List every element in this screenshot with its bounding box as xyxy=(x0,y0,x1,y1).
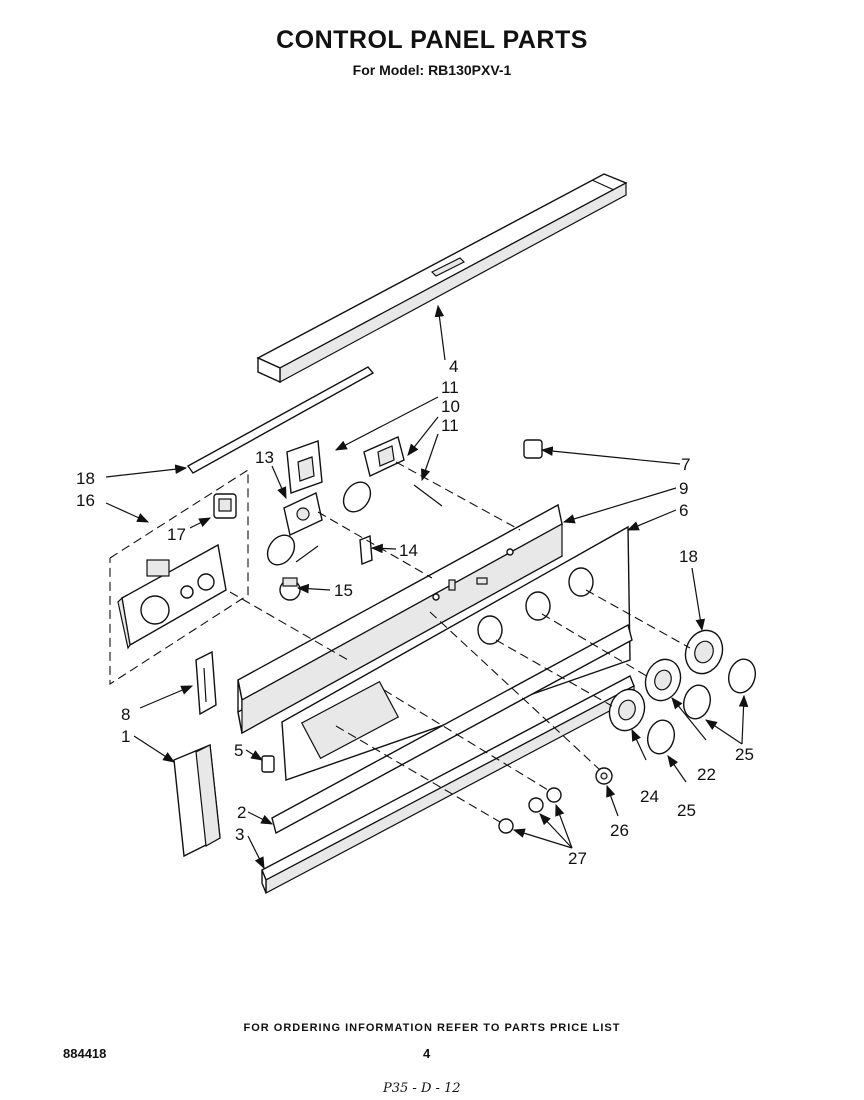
part-infinite-switch-lower xyxy=(283,491,323,537)
page-number: 4 xyxy=(423,1046,431,1061)
callout-2: 2 xyxy=(237,803,246,822)
callout-4: 4 xyxy=(449,357,458,376)
part-infinite-switch-right xyxy=(363,436,405,477)
callout-8: 8 xyxy=(121,705,130,724)
part-bracket xyxy=(195,650,217,716)
callout-labels: 4 11 10 11 13 7 18 9 16 6 17 14 18 15 8 … xyxy=(76,357,754,868)
callout-9: 9 xyxy=(679,479,688,498)
callout-5: 5 xyxy=(234,741,243,760)
callout-3: 3 xyxy=(235,825,244,844)
part-front-control-panel xyxy=(281,525,631,781)
part-ring-lower xyxy=(266,534,296,566)
callout-20: 18 xyxy=(679,547,698,566)
callout-11: 11 xyxy=(441,416,459,435)
part-rear-control-panel xyxy=(237,503,563,735)
page-title: CONTROL PANEL PARTS xyxy=(276,26,588,54)
part-infinite-switch-upper xyxy=(286,440,323,494)
part-end-cap xyxy=(523,439,543,459)
callout-12: 11 xyxy=(441,378,459,397)
callout-13: 13 xyxy=(255,448,274,467)
model-subtitle: For Model: RB130PXV-1 xyxy=(352,62,512,78)
ordering-note: FOR ORDERING INFORMATION REFER TO PARTS … xyxy=(243,1022,621,1034)
part-wire xyxy=(295,484,443,563)
part-switch xyxy=(173,743,221,858)
part-bezel-22 xyxy=(644,658,682,702)
callout-6: 6 xyxy=(679,501,688,520)
callout-25-lower: 25 xyxy=(677,801,696,820)
part-grommets-27 xyxy=(498,787,562,834)
part-knob-middle xyxy=(682,684,712,720)
handwritten-note: P35 - D - 12 xyxy=(383,1081,461,1096)
part-bezel-24 xyxy=(608,688,646,732)
part-knob-upper xyxy=(727,658,757,694)
assembly-dashed-lines xyxy=(229,461,691,823)
callout-14: 14 xyxy=(399,541,418,560)
part-clip-bracket xyxy=(359,534,373,566)
part-lower-trim xyxy=(261,623,635,894)
part-clock-body xyxy=(117,543,227,650)
clock-assembly-outline xyxy=(109,468,249,686)
callout-25-upper: 25 xyxy=(735,745,754,764)
part-clock-knob xyxy=(213,493,237,519)
part-top-trim xyxy=(256,173,628,384)
callout-26: 26 xyxy=(610,821,629,840)
part-ring-upper xyxy=(342,481,372,513)
callout-27: 27 xyxy=(568,849,587,868)
callout-22: 22 xyxy=(697,765,716,784)
part-bezel-20 xyxy=(684,629,724,675)
callout-leaders xyxy=(105,304,749,870)
part-clip xyxy=(261,755,275,773)
part-rod xyxy=(186,366,375,474)
callout-24: 24 xyxy=(640,787,659,806)
part-grommet-26 xyxy=(595,767,613,785)
callout-18: 18 xyxy=(76,469,95,488)
callout-16: 16 xyxy=(76,491,95,510)
callout-10: 10 xyxy=(441,397,460,416)
callout-1: 1 xyxy=(121,727,130,746)
callout-17: 17 xyxy=(167,525,186,544)
document-number: 884418 xyxy=(63,1046,107,1061)
callout-7: 7 xyxy=(681,455,690,474)
part-knob-lower xyxy=(646,719,676,755)
callout-15: 15 xyxy=(334,581,353,600)
part-bulb-holder xyxy=(279,577,301,601)
